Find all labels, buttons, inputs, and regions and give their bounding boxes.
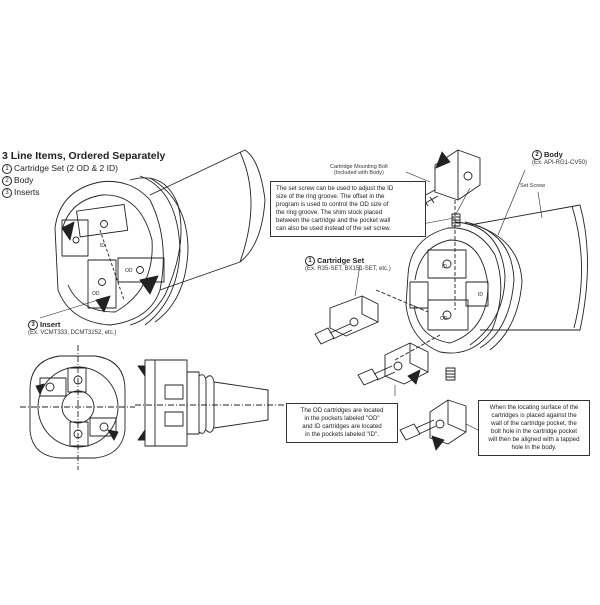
locating-note: When the locating surface of the cartrid… [478, 400, 590, 457]
note-line: can also be used instead of the set scre… [276, 225, 391, 233]
callout-title: Cartridge Set [317, 256, 365, 265]
assembled-tool-drawing [54, 149, 266, 326]
part-mark: OD [92, 291, 100, 297]
left-body-face [54, 180, 164, 326]
item-number: 2 [2, 176, 12, 186]
cartridge-bolt-3 [399, 419, 437, 441]
left-shank-taper [149, 149, 266, 291]
right-body-face [405, 227, 502, 354]
page-heading: 3 Line Items, Ordered Separately [2, 150, 166, 162]
mounting-bolt-line1: Cartridge Mounting Bolt [330, 164, 388, 170]
note-line: between the cartridge and the pocket wal… [276, 217, 391, 225]
note-line: size of the ring groove. The offset in t… [276, 193, 385, 201]
part-mark: ID [100, 243, 105, 249]
item-label: Cartridge Set (2 OD & 2 ID) [14, 163, 118, 173]
front-view-body [29, 355, 126, 459]
left-flange [129, 177, 182, 326]
exploded-body-drawing [375, 200, 588, 361]
callout-number: 3 [28, 320, 38, 330]
left-cartridge-top [76, 204, 129, 238]
set-screw-label: Set Screw [520, 183, 546, 189]
cartridge-bolt-2 [357, 365, 396, 386]
part-mark: ID [442, 264, 447, 270]
note-line: wall of the cartridge pocket, the [491, 420, 577, 428]
left-insert-tip-bottom [95, 295, 111, 313]
item-number: 1 [2, 164, 12, 174]
callout-title: Body [544, 150, 563, 159]
left-cartridge-left [61, 219, 89, 257]
note-line: in the pockets labeled "ID". [305, 431, 379, 439]
cartridge-lower-middle [384, 342, 429, 385]
cartridge-bolt-1 [314, 323, 353, 345]
left-insert-tip-right [139, 275, 159, 295]
left-insert-tip-top [61, 221, 75, 241]
callout-subtitle: (Ex. R35-SET, BX151-SET, etc.) [305, 266, 391, 272]
note-line: and ID cartridges are located [302, 423, 382, 431]
item-label: Body [14, 175, 34, 185]
front-view-drawing [20, 345, 135, 470]
part-mark: ID [478, 292, 483, 298]
part-marks: ID OD OD ID ID OD [92, 243, 483, 322]
callout-number: 1 [305, 256, 315, 266]
item-label: Inserts [14, 187, 40, 197]
left-shank-ellipse [239, 151, 252, 263]
item-number: 3 [2, 188, 12, 198]
part-mark: OD [125, 268, 133, 274]
set-screw-note: The set screw can be used to adjust the … [270, 181, 426, 238]
part-mark: OD [440, 316, 448, 322]
side-view-head [144, 359, 188, 447]
note-line: bolt hole in the cartridge pocket [491, 428, 577, 436]
note-line: cartridges is placed against the [491, 412, 577, 420]
right-shank-taper [469, 204, 588, 331]
note-line: The set screw can be used to adjust the … [276, 185, 394, 192]
mounting-bolt-label: Cartridge Mounting Bolt (Included with B… [330, 164, 388, 177]
note-line: When the locating surface of the [489, 404, 579, 411]
set-screw [451, 213, 461, 227]
note-line: program is used to control the OD size o… [276, 201, 389, 209]
right-flange [454, 221, 506, 346]
right-pocket-bottom [427, 299, 469, 331]
pockets-note: The OD cartridges are located in the poc… [286, 403, 398, 444]
note-line: hole in the body. [511, 444, 557, 452]
right-pocket-top [427, 249, 467, 279]
callout-subtitle: (Ex. VCMT333, DCMT3252, etc.) [28, 330, 117, 336]
note-line: the ring groove. The shim stock placed [276, 209, 383, 217]
note-line: The OD cartridges are located [300, 407, 384, 414]
side-view-drawing [135, 359, 285, 447]
callout-subtitle: (Ex. API-RG1-CV50) [532, 160, 588, 166]
note-line: will then be aligned with a tapped [488, 436, 580, 444]
callout-number: 2 [532, 150, 542, 160]
note-line: in the pockets labeled "OD" [304, 415, 380, 423]
callout-title: Insert [40, 320, 61, 329]
mounting-bolt-line2: (Included with Body) [333, 170, 384, 177]
